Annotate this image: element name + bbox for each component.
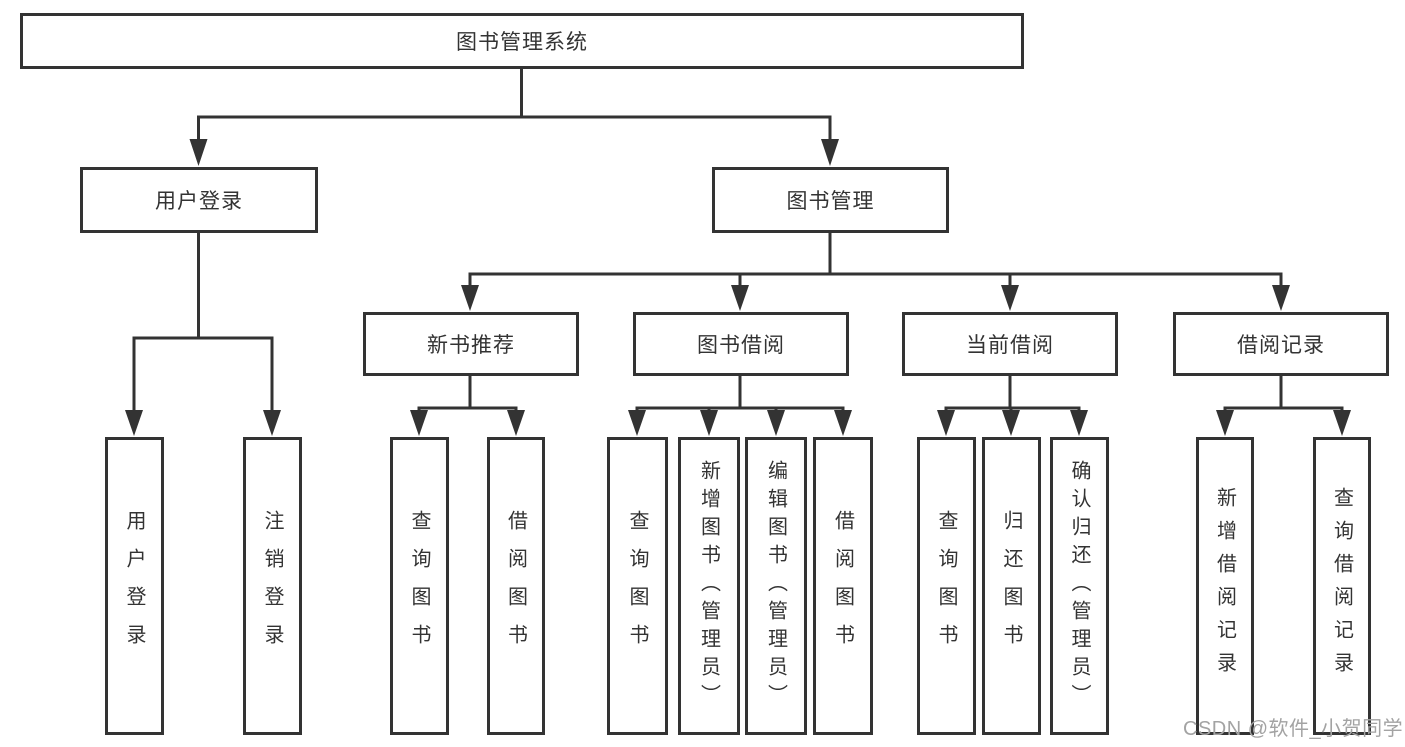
arrowhead bbox=[1002, 410, 1020, 436]
leaf-label: 新增图书（管理员） bbox=[697, 460, 720, 712]
node-new-book-recommend: 新书推荐 bbox=[363, 312, 579, 376]
leaf-user-login: 用户登录 bbox=[105, 437, 164, 735]
arrowhead bbox=[700, 410, 718, 436]
arrowhead bbox=[1001, 285, 1019, 311]
arrowhead bbox=[731, 285, 749, 311]
leaf-label: 借阅图书 bbox=[504, 510, 527, 662]
leaf-label: 注销登录 bbox=[261, 510, 283, 662]
arrowhead bbox=[767, 410, 785, 436]
arrowhead bbox=[461, 285, 479, 311]
arrowhead bbox=[410, 410, 428, 436]
leaf-current-confirm-return-admin: 确认归还（管理员） bbox=[1050, 437, 1109, 735]
arrowhead bbox=[507, 410, 525, 436]
arrowhead bbox=[1070, 410, 1088, 436]
leaf-label: 归还图书 bbox=[1000, 510, 1022, 662]
leaf-label: 查询图书 bbox=[935, 510, 957, 662]
leaf-label: 确认归还（管理员） bbox=[1068, 460, 1090, 712]
leaf-borrowing-query-books: 查询图书 bbox=[607, 437, 668, 735]
leaf-label: 用户登录 bbox=[123, 510, 145, 662]
arrowhead bbox=[834, 410, 852, 436]
node-borrowing-records: 借阅记录 bbox=[1173, 312, 1389, 376]
leaf-logout: 注销登录 bbox=[243, 437, 302, 735]
leaf-borrowing-borrow-books: 借阅图书 bbox=[813, 437, 873, 735]
node-book-borrowing: 图书借阅 bbox=[633, 312, 849, 376]
leaf-recommend-borrow-books: 借阅图书 bbox=[487, 437, 545, 735]
arrowhead bbox=[821, 139, 839, 166]
arrowhead bbox=[628, 410, 646, 436]
node-current-borrowing: 当前借阅 bbox=[902, 312, 1118, 376]
connector bbox=[944, 376, 1081, 415]
node-library-management-system: 图书管理系统 bbox=[20, 13, 1024, 69]
leaf-borrowing-add-books-admin: 新增图书（管理员） bbox=[678, 437, 740, 735]
leaf-recommend-query-books: 查询图书 bbox=[390, 437, 449, 735]
leaf-label: 查询图书 bbox=[408, 510, 430, 662]
connector bbox=[1223, 376, 1344, 415]
connector bbox=[468, 233, 1283, 290]
leaf-borrowing-edit-books-admin: 编辑图书（管理员） bbox=[745, 437, 807, 735]
leaf-label: 查询图书 bbox=[626, 510, 648, 662]
arrowhead bbox=[189, 139, 208, 166]
leaf-records-query-record: 查询借阅记录 bbox=[1313, 437, 1371, 735]
leaf-current-return-books: 归还图书 bbox=[982, 437, 1041, 735]
leaf-label: 查询借阅记录 bbox=[1330, 487, 1353, 685]
arrowhead bbox=[125, 410, 143, 436]
arrowhead bbox=[1333, 410, 1351, 436]
leaf-label: 编辑图书（管理员） bbox=[764, 460, 787, 712]
node-book-management: 图书管理 bbox=[712, 167, 949, 233]
connector bbox=[132, 233, 274, 413]
leaf-records-add-record: 新增借阅记录 bbox=[1196, 437, 1254, 735]
arrowhead bbox=[937, 410, 955, 436]
csdn-watermark: CSDN @软件_小贺同学 bbox=[1183, 718, 1404, 740]
leaf-label: 借阅图书 bbox=[831, 510, 854, 662]
arrowhead bbox=[1272, 285, 1290, 311]
arrowhead bbox=[1216, 410, 1234, 436]
leaf-label: 新增借阅记录 bbox=[1213, 487, 1236, 685]
connector bbox=[635, 376, 845, 415]
leaf-current-query-books: 查询图书 bbox=[917, 437, 976, 735]
node-user-login: 用户登录 bbox=[80, 167, 318, 233]
connector bbox=[197, 117, 832, 142]
arrowhead bbox=[263, 410, 281, 436]
connector bbox=[417, 376, 518, 415]
